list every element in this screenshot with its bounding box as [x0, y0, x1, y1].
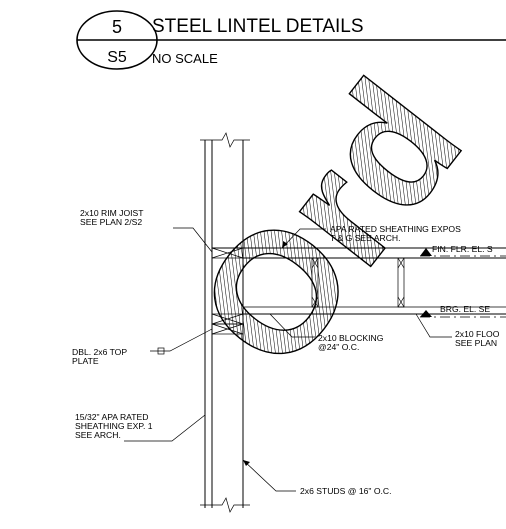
apa-sheathing-leader	[281, 228, 326, 249]
top-break-symbol	[200, 132, 250, 148]
rim-joist-x-marks	[211, 247, 244, 259]
top-plate-leader	[150, 328, 213, 352]
blocking-note-2: @24" O.C.	[318, 342, 359, 352]
notes: 2x10 RIM JOIST SEE PLAN 2/S2 APA RATED S…	[72, 208, 500, 496]
top-plate-x-marks	[211, 313, 244, 335]
floor-framing	[212, 247, 506, 318]
wall-sheathing-note-2: SHEATHING EXP. 1	[75, 421, 153, 431]
title-block: 5 S5 STEEL LINTEL DETAILS NO SCALE	[76, 10, 506, 70]
sheet-number: S5	[107, 49, 127, 66]
arrowhead-studs	[243, 460, 250, 466]
drawing-title: STEEL LINTEL DETAILS	[152, 16, 364, 37]
wall-section	[200, 132, 250, 513]
fin-flr-level-marker	[420, 248, 432, 256]
blocking-note-1: 2x10 BLOCKING	[318, 333, 384, 343]
blocking-x-1	[311, 257, 319, 308]
apa-sheathing-note-1: APA RATED SHEATHING EXPOS	[330, 224, 461, 234]
studs-leader	[242, 459, 296, 492]
drawing-scale: NO SCALE	[152, 51, 218, 66]
wall-sheathing-note-3: SEE ARCH.	[75, 430, 121, 440]
top-plate-tag	[157, 347, 165, 355]
floor-joist-note-1: 2x10 FLOO	[455, 329, 500, 339]
apa-sheathing-note-2: T & G SEE ARCH.	[330, 233, 401, 243]
top-plate-note-2: PLATE	[72, 356, 99, 366]
fin-flr-note: FIN. FLR. EL. S	[432, 244, 493, 254]
wall-sheathing-leader	[124, 414, 206, 442]
brg-el-note: BRG. EL. SE	[440, 304, 490, 314]
top-plate-note-1: DBL. 2x6 TOP	[72, 347, 127, 357]
leaders	[124, 227, 452, 492]
rim-joist-note-1: 2x10 RIM JOIST	[80, 208, 144, 218]
detail-number: 5	[112, 17, 122, 37]
arrowhead-apa	[282, 241, 288, 248]
wall-sheathing-note-1: 15/32" APA RATED	[75, 412, 148, 422]
rim-joist-leader	[173, 227, 213, 253]
blocking-leader-diag	[269, 313, 293, 338]
bottom-break-symbol	[200, 497, 250, 513]
rim-joist-note-2: SEE PLAN 2/S2	[80, 217, 142, 227]
blocking-x-2	[397, 257, 405, 308]
floor-joist-leader	[415, 313, 452, 338]
studs-note: 2x6 STUDS @ 16" O.C.	[300, 486, 392, 496]
floor-joist-note-2: SEE PLAN	[455, 338, 497, 348]
brg-level-marker	[420, 310, 432, 317]
blocking-member-2	[397, 257, 405, 308]
blocking-member-1	[311, 257, 319, 308]
